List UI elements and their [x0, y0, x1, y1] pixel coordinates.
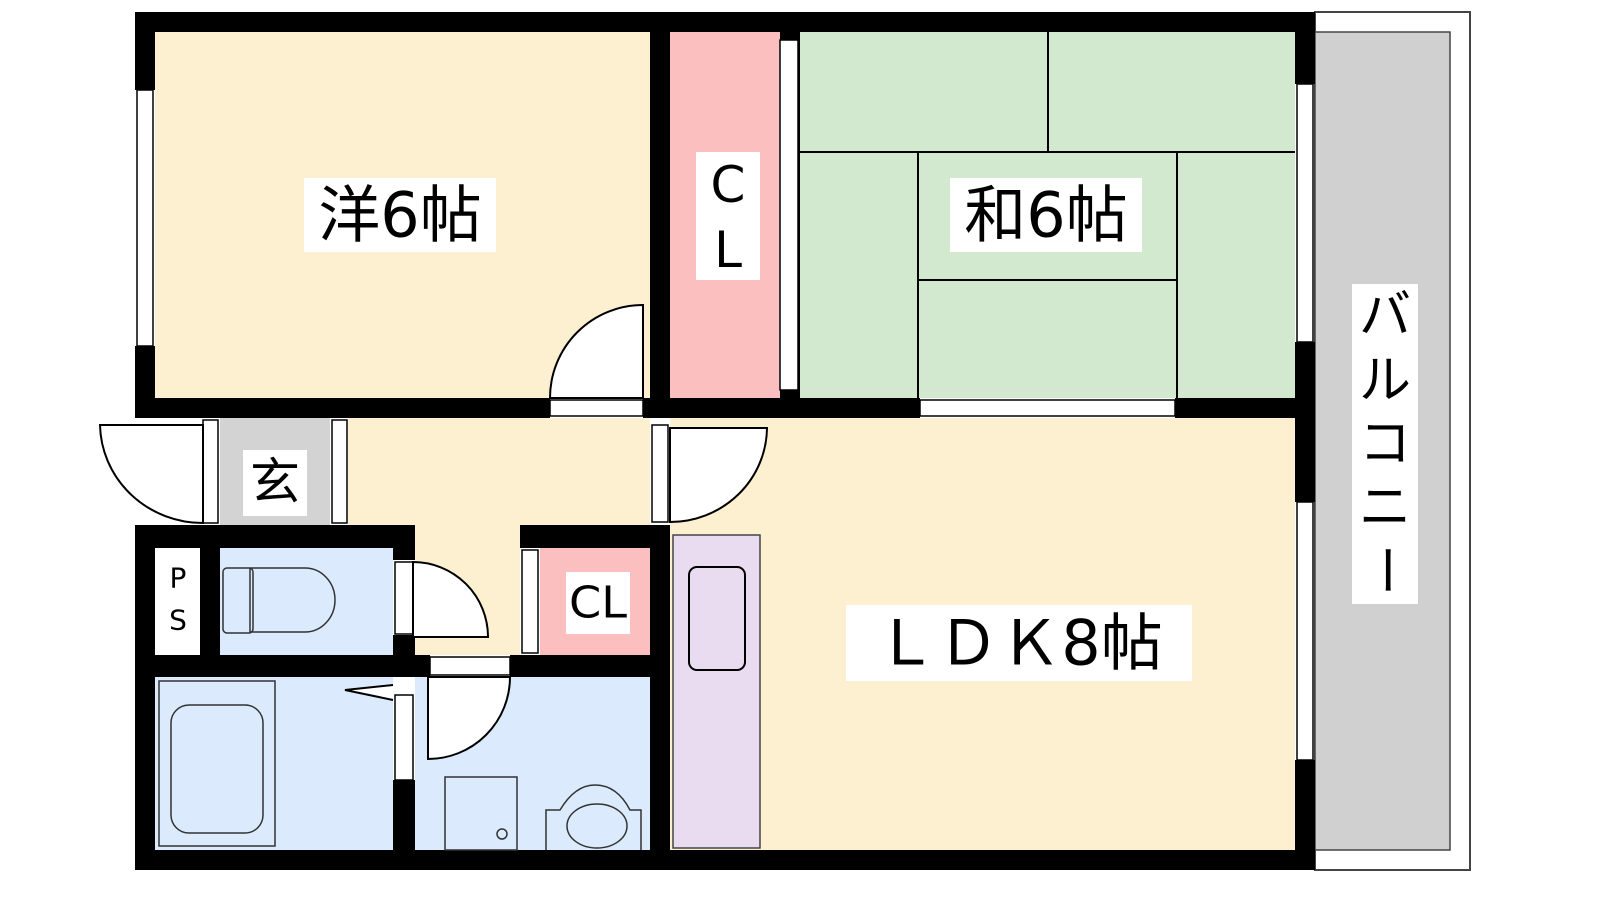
pipe-space-label-s: S [169, 604, 187, 637]
balcony-label: バ ル コ ニ ー [1355, 286, 1415, 596]
western-room-label: 洋6帖 [318, 179, 481, 252]
toilet-bowl-icon [249, 567, 336, 633]
bath-door-icon [344, 684, 394, 701]
ldk-door-icon [669, 427, 769, 524]
toilet-tank-icon [222, 567, 254, 634]
ldk-label: ＬＤＫ8帖 [875, 607, 1162, 680]
toilet-door-icon [412, 560, 490, 638]
western-door-icon [548, 303, 644, 399]
hallway [348, 418, 650, 525]
washroom-door-icon [427, 676, 512, 761]
fixtures [158, 567, 642, 851]
washer-icon [444, 776, 518, 851]
bathroom [155, 677, 393, 850]
pipe-space-label-p: P [170, 562, 187, 595]
balcony-char: バ [1359, 286, 1411, 346]
tatami-lines [800, 32, 1295, 398]
balcony-char: ニ [1359, 478, 1411, 538]
japanese-room-label: 和6帖 [964, 179, 1127, 252]
toilet-room [220, 548, 393, 655]
balcony-char: コ [1359, 414, 1411, 474]
pipe-space [155, 548, 200, 655]
windows [136, 39, 1314, 781]
door-swings [98, 303, 769, 761]
closet-main-label-c: C [711, 156, 746, 214]
kitchen-counter [672, 534, 761, 849]
balcony-char: ル [1359, 351, 1411, 411]
closet-main-label-l: L [714, 221, 742, 279]
sink-icon [688, 566, 746, 671]
bathtub-icon [158, 680, 276, 847]
washbasin-icon [545, 784, 642, 850]
closet-small-label: CL [569, 578, 627, 629]
balcony-char: ー [1355, 544, 1415, 596]
entrance-label: 玄 [250, 453, 300, 511]
entry-door-icon [98, 424, 204, 525]
